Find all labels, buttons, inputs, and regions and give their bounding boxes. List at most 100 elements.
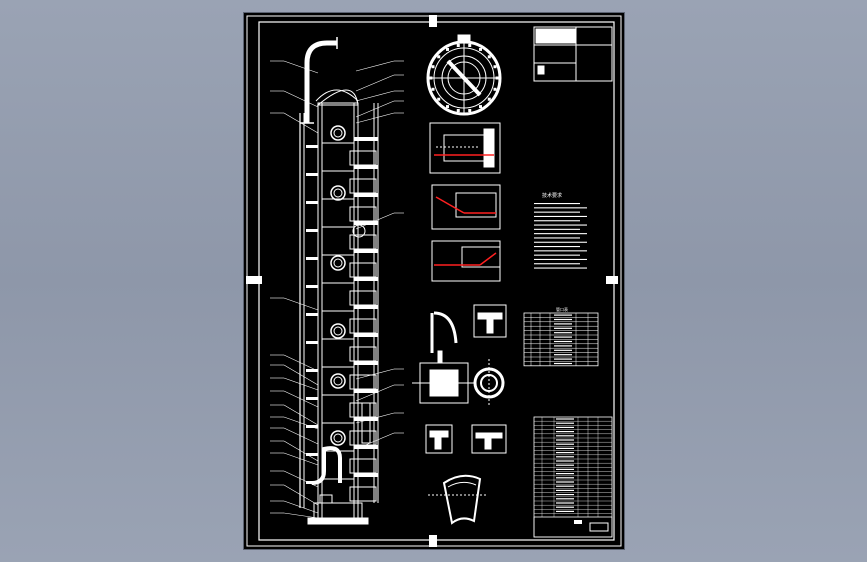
leader-line-right <box>355 412 395 424</box>
leader-line-right <box>355 74 395 92</box>
leader-line-left <box>283 390 319 408</box>
nozzle-cell-text <box>554 362 572 365</box>
bom-cell-text <box>556 426 574 428</box>
nozzle-cell-text <box>554 327 572 329</box>
leader-line-left <box>283 354 319 372</box>
left-nozzle <box>306 285 318 288</box>
bom-cell-text <box>556 481 574 483</box>
nozzle-cell-text <box>554 336 572 338</box>
feed-nozzle <box>352 224 366 238</box>
tech-req-line <box>534 233 587 235</box>
leader-line-left <box>283 90 319 108</box>
left-nozzle <box>306 369 318 372</box>
side-nozzle <box>354 389 378 393</box>
bolt <box>479 105 482 109</box>
bolt <box>446 47 449 51</box>
nozzle-cell-text <box>554 314 572 316</box>
leader-line-left <box>283 452 319 466</box>
leader-line-right <box>355 112 395 124</box>
side-nozzle <box>354 333 378 337</box>
side-nozzle <box>354 221 378 225</box>
leader-line-right <box>355 384 395 402</box>
nozzle-table-heading: 管口表 <box>556 306 568 312</box>
bolt <box>495 76 499 80</box>
leader-line-left <box>283 60 319 74</box>
manhole-cover <box>333 326 343 336</box>
bom-frame <box>533 416 613 538</box>
bom-cell-text <box>556 456 574 458</box>
tech-req-line <box>534 215 587 217</box>
downcomer-box <box>349 486 377 502</box>
nozzle-cell-text <box>554 354 572 356</box>
bolt <box>468 44 472 48</box>
bolt <box>493 87 497 91</box>
manhole <box>330 373 346 389</box>
tech-req-line <box>534 246 580 248</box>
bottom-outlet-pipe <box>311 446 342 485</box>
level-gauge <box>361 402 371 444</box>
column-elevation <box>299 37 379 525</box>
leader-line-left <box>283 377 319 391</box>
side-nozzle <box>354 249 378 253</box>
detail-small-views <box>412 304 507 525</box>
bom-cell-text <box>556 473 574 475</box>
side-nozzle <box>354 361 378 365</box>
bom-cell-text <box>556 477 574 479</box>
side-nozzle <box>354 165 378 169</box>
left-nozzle <box>306 341 318 344</box>
bom-cell-text <box>556 439 574 441</box>
bom-cell-text <box>556 422 574 424</box>
manhole <box>330 125 346 141</box>
side-nozzle <box>354 417 378 421</box>
bolt <box>437 97 441 101</box>
bom-cell-text <box>556 510 574 512</box>
leader-line-right <box>355 60 395 72</box>
bolt <box>456 108 460 112</box>
bom-cell-text <box>556 447 574 449</box>
bolt <box>446 105 449 109</box>
nozzle-table: 管口表 <box>523 306 599 367</box>
side-nozzle <box>354 137 378 141</box>
drawing-canvas: 技术要求 管口表 <box>246 15 622 547</box>
bolt <box>468 108 472 112</box>
tech-req-line <box>534 250 587 252</box>
manhole <box>330 430 346 446</box>
tech-req-line <box>534 220 580 222</box>
tech-req-line <box>534 203 580 205</box>
left-nozzle <box>306 397 318 400</box>
tray-stages <box>306 125 378 502</box>
bom-cell-text <box>556 502 574 504</box>
bom-cell-text <box>556 464 574 466</box>
flange-bolt-circle <box>429 44 499 112</box>
detail-pipe-2 <box>431 184 501 230</box>
nozzle-cell-text <box>554 318 572 321</box>
manhole-cover <box>333 376 343 386</box>
vapor-outlet-pipe <box>304 40 337 123</box>
nozzle-cell-text <box>554 358 572 360</box>
bolt <box>493 65 497 69</box>
title-block-mark <box>574 520 582 524</box>
side-nozzle <box>354 193 378 197</box>
leader-line-right <box>355 90 395 102</box>
leader-line-left <box>283 112 319 134</box>
leader-line-right <box>355 432 395 450</box>
bolt <box>479 47 482 51</box>
title-block-bottom <box>533 516 613 538</box>
nozzle-cell-text <box>554 349 572 351</box>
leader-line-left <box>283 404 319 426</box>
tech-req-line <box>534 228 580 230</box>
left-nozzle <box>306 173 318 176</box>
nozzle-cell-text <box>554 323 572 325</box>
leader-line-right <box>355 212 395 230</box>
manhole-cover <box>333 433 343 443</box>
left-nozzle <box>306 257 318 260</box>
left-nozzle <box>306 481 318 484</box>
manhole-cover <box>333 188 343 198</box>
left-nozzle <box>306 201 318 204</box>
bom-cell-text <box>556 494 574 496</box>
leader-line-left <box>283 512 319 519</box>
bolt <box>487 55 491 59</box>
tech-req-line <box>534 211 580 213</box>
bom-cell-text <box>556 468 574 470</box>
